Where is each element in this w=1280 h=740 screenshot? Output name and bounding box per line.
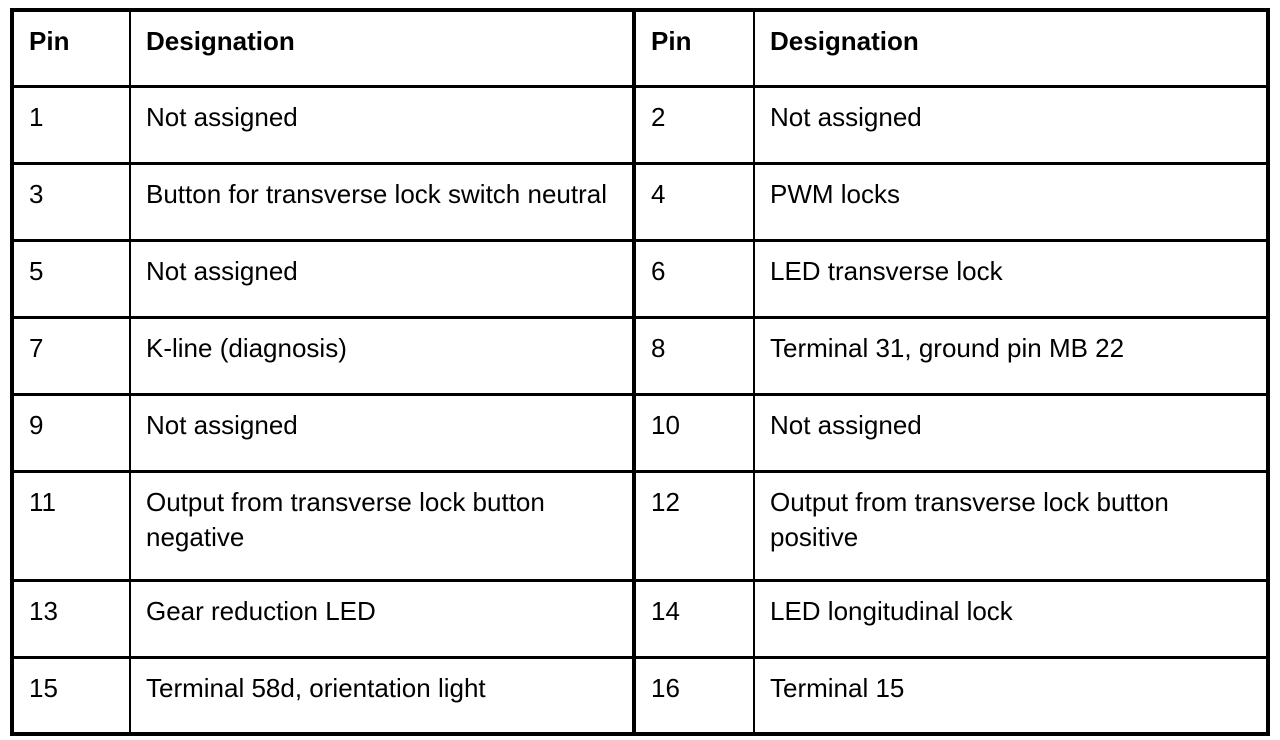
pin-cell: 9 [11, 392, 131, 473]
designation-cell: Output from transverse lock button negat… [129, 469, 635, 582]
designation-cell: Not assigned [753, 84, 1269, 165]
pin-cell: 13 [11, 578, 131, 659]
designation-cell: Not assigned [129, 238, 635, 319]
designation-cell: Not assigned [129, 84, 635, 165]
table-row: 13 Gear reduction LED 14 LED longitudina… [11, 578, 1269, 659]
designation-cell: Gear reduction LED [129, 578, 635, 659]
designation-cell: Not assigned [129, 392, 635, 473]
pin-cell: 1 [11, 84, 131, 165]
designation-cell: Terminal 15 [753, 655, 1269, 736]
designation-cell: Button for transverse lock switch neutra… [129, 161, 635, 242]
pin-cell: 6 [632, 238, 755, 319]
pin-cell: 5 [11, 238, 131, 319]
table-row: 3 Button for transverse lock switch neut… [11, 161, 1269, 242]
pin-cell: 14 [632, 578, 755, 659]
designation-cell: Terminal 58d, orientation light [129, 655, 635, 736]
pin-column-header-left: Pin [11, 8, 131, 88]
table-row: 9 Not assigned 10 Not assigned [11, 392, 1269, 473]
table-row: 1 Not assigned 2 Not assigned [11, 84, 1269, 165]
pin-designation-table: Pin Designation Pin Designation 1 Not as… [10, 8, 1270, 736]
table-row: 7 K-line (diagnosis) 8 Terminal 31, grou… [11, 315, 1269, 396]
designation-cell: Output from transverse lock button posit… [753, 469, 1269, 582]
pin-cell: 11 [11, 469, 131, 582]
table-row: 15 Terminal 58d, orientation light 16 Te… [11, 655, 1269, 736]
designation-cell: PWM locks [753, 161, 1269, 242]
pin-cell: 16 [632, 655, 755, 736]
pin-cell: 12 [632, 469, 755, 582]
table-row: 11 Output from transverse lock button ne… [11, 469, 1269, 582]
pin-cell: 8 [632, 315, 755, 396]
designation-column-header-right: Designation [753, 8, 1269, 88]
designation-cell: Terminal 31, ground pin MB 22 [753, 315, 1269, 396]
designation-cell: LED transverse lock [753, 238, 1269, 319]
pin-cell: 10 [632, 392, 755, 473]
pin-column-header-right: Pin [632, 8, 755, 88]
pin-cell: 7 [11, 315, 131, 396]
designation-cell: K-line (diagnosis) [129, 315, 635, 396]
designation-cell: LED longitudinal lock [753, 578, 1269, 659]
pin-cell: 2 [632, 84, 755, 165]
pin-cell: 15 [11, 655, 131, 736]
table-row: 5 Not assigned 6 LED transverse lock [11, 238, 1269, 319]
pin-cell: 4 [632, 161, 755, 242]
pin-cell: 3 [11, 161, 131, 242]
designation-column-header-left: Designation [129, 8, 635, 88]
designation-cell: Not assigned [753, 392, 1269, 473]
table-header-row: Pin Designation Pin Designation [11, 8, 1269, 88]
